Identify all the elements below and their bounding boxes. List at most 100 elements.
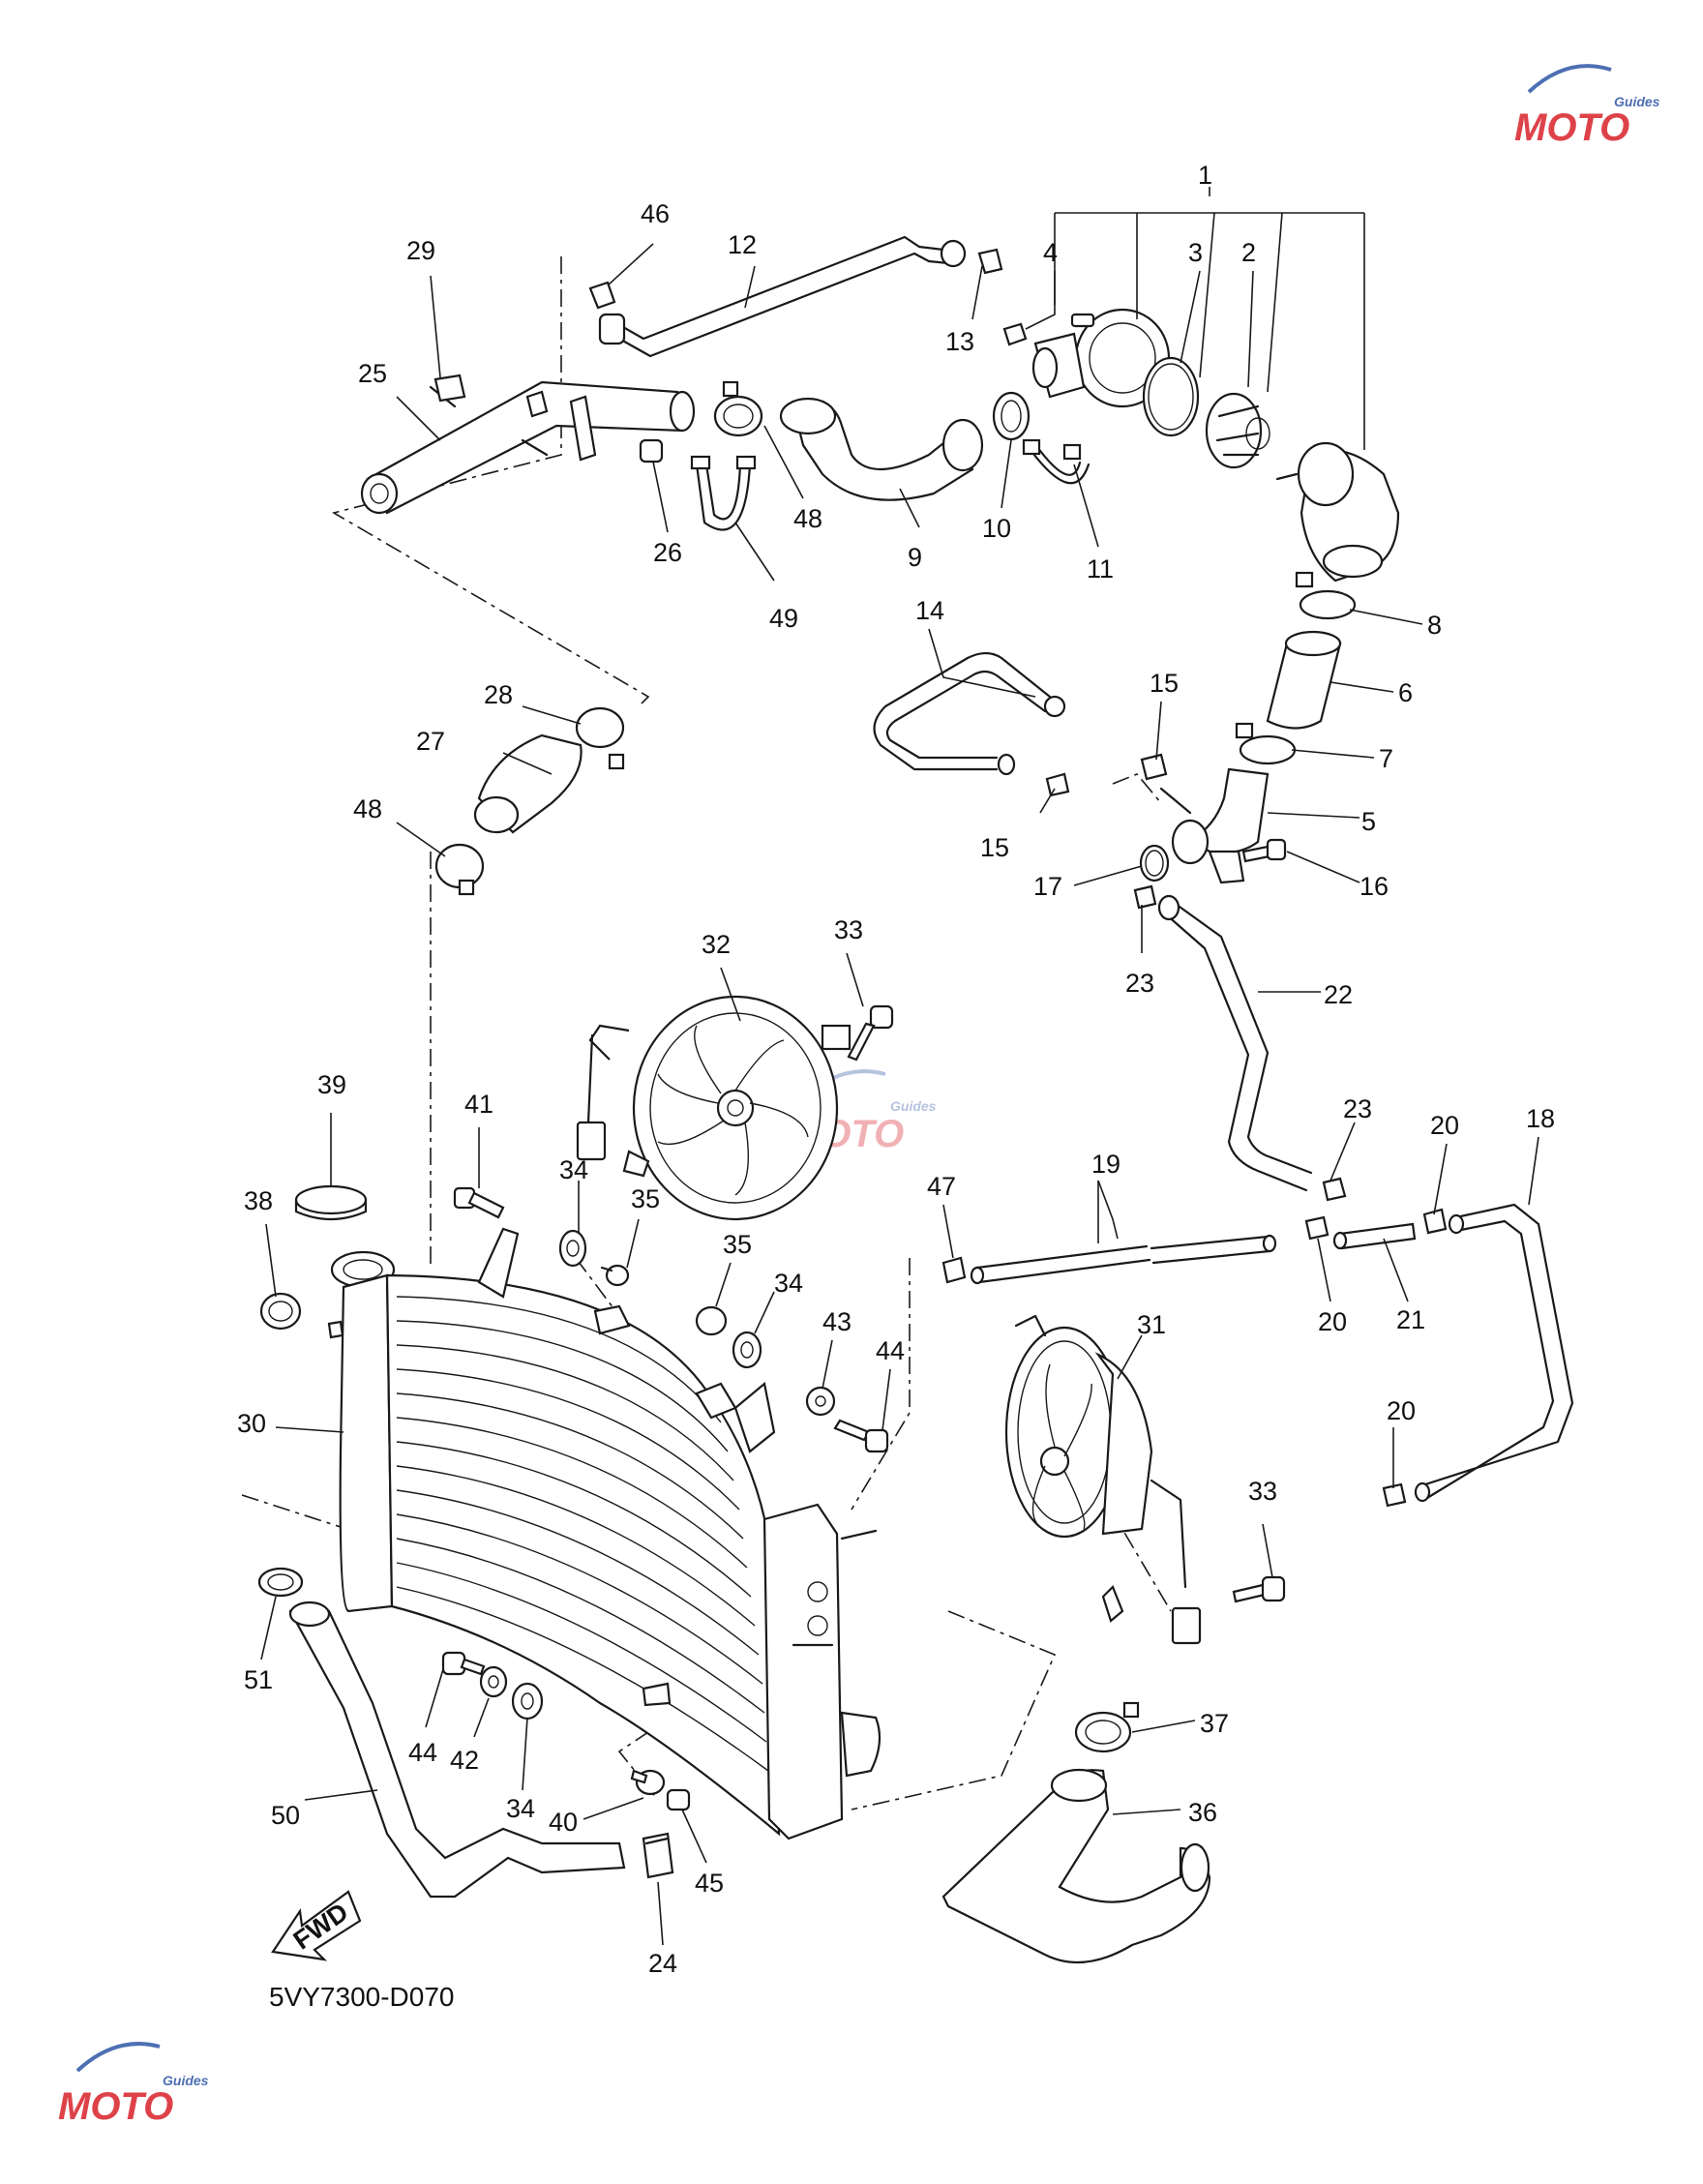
part-1-thermostat-housing [1275, 441, 1400, 583]
callout-41: 41 [464, 1090, 493, 1119]
callout-34b: 34 [774, 1269, 803, 1298]
callout-43: 43 [822, 1307, 852, 1336]
callout-11: 11 [1087, 554, 1114, 583]
part-18-water-hose [1414, 1203, 1574, 1503]
callout-21: 21 [1396, 1305, 1425, 1334]
leader-lines [260, 187, 1539, 1946]
callout-14: 14 [915, 596, 944, 625]
callout-5: 5 [1361, 807, 1376, 836]
callout-36: 36 [1188, 1798, 1217, 1827]
callout-23a: 23 [1125, 969, 1154, 998]
watermark-text: MOTO [1514, 106, 1629, 149]
part-23-hose-clamp [1133, 884, 1347, 1202]
part-51-hose-clamp [257, 1567, 304, 1598]
callout-19: 19 [1091, 1150, 1120, 1179]
part-8-hose-clamp [1295, 571, 1357, 620]
callout-1: 1 [1198, 161, 1212, 190]
callout-34c: 34 [506, 1794, 535, 1823]
part-47-hose-clamp [941, 1256, 967, 1284]
callout-33a: 33 [834, 915, 863, 944]
part-3-o-ring [1142, 356, 1200, 437]
part-21-pipe [1332, 1222, 1417, 1250]
part-4-screw [1002, 322, 1028, 346]
callout-24: 24 [648, 1949, 677, 1978]
callout-7: 7 [1379, 744, 1393, 773]
part-44-bolt [833, 1419, 889, 1453]
callout-30: 30 [237, 1409, 266, 1438]
callout-4: 4 [1043, 238, 1058, 267]
part-33-bolt [1232, 1575, 1286, 1603]
part-30-radiator-assembly [330, 1227, 881, 1840]
part-32-fan-motor-assembly [576, 995, 852, 1221]
callout-13: 13 [945, 327, 974, 356]
callout-6: 6 [1398, 678, 1413, 707]
part-34-grommet [511, 1682, 544, 1720]
callout-12: 12 [728, 230, 757, 259]
part-46-hose-clamp [588, 281, 616, 310]
part-34-grommet [558, 1229, 587, 1268]
callout-8: 8 [1427, 611, 1442, 640]
part-15-hose-clamp [1045, 753, 1168, 797]
callout-20c: 20 [1387, 1396, 1416, 1425]
callout-29: 29 [406, 236, 435, 265]
part-26-bolt [525, 390, 664, 464]
callout-20a: 20 [1430, 1111, 1459, 1140]
drawing-code: 5VY7300-D070 [269, 1982, 454, 2012]
part-40-bolt [630, 1769, 666, 1796]
callout-48a: 48 [793, 504, 822, 533]
watermark-text: MOTO [58, 2085, 173, 2128]
callout-2: 2 [1241, 238, 1256, 267]
callout-16: 16 [1359, 872, 1389, 901]
watermark-bottom-left: MOTO Guides [58, 2042, 209, 2128]
watermark-subtext: Guides [890, 1098, 937, 1114]
part-45-nut [666, 1788, 691, 1811]
callout-48b: 48 [353, 794, 382, 823]
part-50-water-hose [288, 1601, 626, 1899]
part-39-radiator-cap [294, 1184, 368, 1221]
callout-3: 3 [1188, 238, 1203, 267]
part-31-fan-motor-assembly [1004, 1314, 1202, 1645]
part-41-bolt [453, 1186, 505, 1219]
callout-28: 28 [484, 680, 513, 709]
part-25-water-pipe [360, 380, 696, 515]
part-6-water-hose [1266, 630, 1342, 730]
callout-39: 39 [317, 1070, 346, 1099]
part-28-hose-clamp [575, 706, 625, 770]
part-35-collar [600, 1264, 630, 1287]
callout-25: 25 [358, 359, 387, 388]
callout-20b: 20 [1318, 1307, 1347, 1336]
part-35-collar [695, 1305, 728, 1336]
callout-47: 47 [927, 1172, 956, 1201]
callout-labels: 1 2 3 4 5 6 7 8 9 10 11 12 13 14 15 15 1… [237, 161, 1555, 1978]
watermark-subtext: Guides [163, 2073, 209, 2088]
callout-23b: 23 [1343, 1094, 1372, 1123]
part-2-thermostat [1205, 392, 1270, 469]
part-43-washer [805, 1386, 836, 1417]
callout-15b: 15 [980, 833, 1009, 862]
part-17-o-ring [1139, 844, 1170, 883]
watermark-subtext: Guides [1614, 94, 1660, 109]
part-27-water-hose [473, 733, 583, 834]
part-12-hose [598, 235, 967, 358]
part-22-water-hose [1157, 894, 1313, 1192]
callout-15a: 15 [1150, 669, 1179, 698]
callout-40: 40 [549, 1808, 578, 1837]
part-13-hose-clamp [977, 248, 1003, 275]
part-38-hose-clamp [259, 1292, 344, 1339]
callout-51: 51 [244, 1665, 273, 1694]
part-5-water-joint [1159, 767, 1270, 884]
callout-49: 49 [769, 604, 798, 633]
callout-38: 38 [244, 1186, 273, 1215]
callout-17: 17 [1033, 872, 1062, 901]
part-49-band [690, 455, 757, 531]
callout-44b: 44 [408, 1738, 437, 1767]
part-16-bolt [1241, 838, 1287, 863]
callout-37: 37 [1200, 1709, 1229, 1738]
watermark-top-right: MOTO Guides [1514, 64, 1660, 149]
callout-35b: 35 [723, 1230, 752, 1259]
callout-34a: 34 [559, 1155, 588, 1184]
part-7-hose-clamp [1235, 722, 1297, 765]
part-48-hose-clamp [434, 843, 485, 896]
